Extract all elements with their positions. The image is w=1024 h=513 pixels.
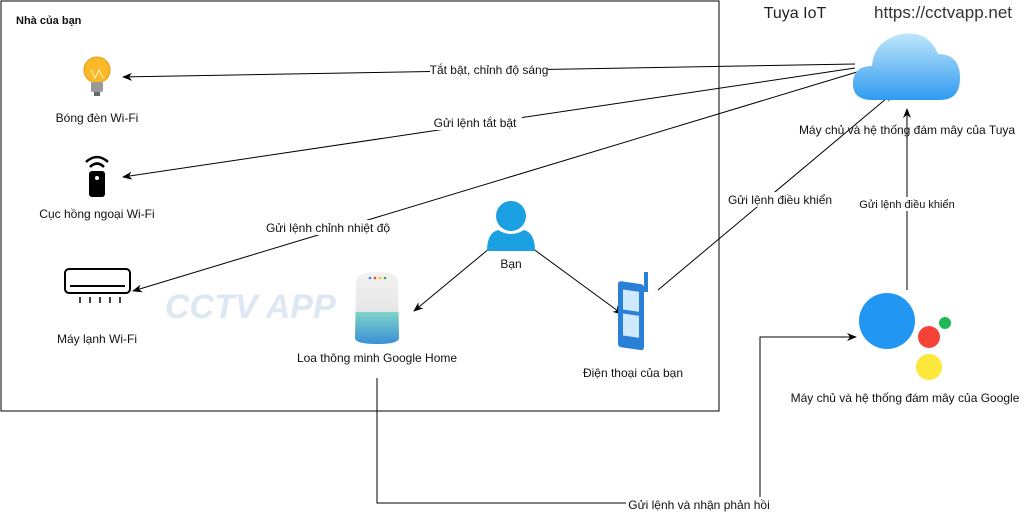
edge-labels: Tắt bật, chỉnh độ sáng Gửi lệnh tắt bật …	[262, 62, 957, 512]
ac-label: Máy lạnh Wi-Fi	[57, 332, 137, 346]
google-cloud-label: Máy chủ và hệ thống đám mây của Google	[791, 391, 1020, 405]
house-boundary	[0, 0, 720, 412]
ir-remote-icon	[85, 155, 109, 197]
air-conditioner-icon	[64, 268, 131, 303]
edge-label-speaker-google: Gửi lệnh và nhận phản hồi	[628, 498, 769, 512]
edge-user-speaker	[413, 247, 491, 312]
watermark: CCTV APP	[165, 288, 336, 326]
house-title: Nhà của bạn	[16, 15, 82, 27]
edge-cloud-ac	[132, 71, 858, 293]
speaker-label: Loa thông minh Google Home	[297, 351, 457, 365]
phone-icon	[618, 272, 648, 351]
source-url[interactable]: https://cctvapp.net	[874, 3, 1012, 22]
bulb-icon	[83, 56, 111, 96]
edge-label-google-tuya: Gửi lệnh điều khiển	[859, 199, 954, 211]
bulb-label: Bóng đèn Wi-Fi	[56, 111, 139, 125]
google-home-speaker-icon	[355, 272, 399, 344]
google-assistant-icon	[859, 293, 951, 380]
tuya-cloud-label: Máy chủ và hệ thống đám mây của Tuya	[799, 123, 1015, 137]
user-icon	[487, 201, 535, 251]
edge-label-ac: Gửi lệnh chỉnh nhiệt độ	[266, 221, 390, 235]
ir-remote-label: Cục hồng ngoại Wi-Fi	[39, 207, 154, 221]
edge-label-remote: Gửi lệnh tắt bật	[434, 115, 517, 130]
phone-label: Điện thoại của bạn	[583, 366, 683, 380]
edge-label-bulb: Tắt bật, chỉnh độ sáng	[430, 62, 549, 77]
cloud-title: Tuya IoT	[764, 5, 827, 22]
edge-label-phone-cloud: Gửi lệnh điều khiển	[728, 193, 832, 207]
edge-phone-cloud	[657, 92, 894, 291]
edge-user-phone	[531, 247, 623, 315]
cloud-icon	[852, 33, 960, 100]
user-label: Bạn	[500, 257, 521, 271]
